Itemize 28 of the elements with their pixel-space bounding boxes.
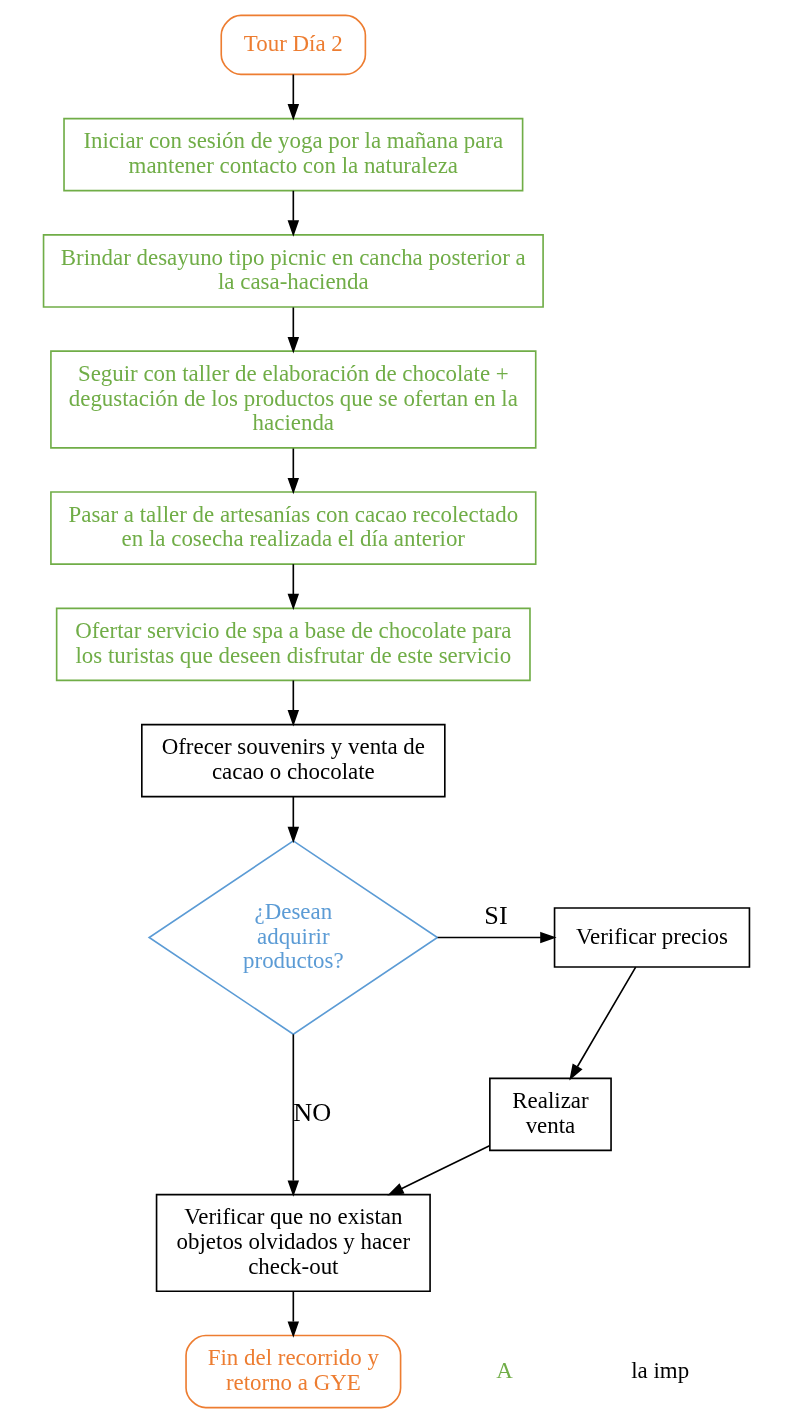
arrow (568, 966, 636, 1081)
arrow (287, 447, 299, 495)
node-box: Realizar venta (488, 1077, 612, 1152)
arrow (287, 1291, 299, 1338)
arrow (386, 1144, 490, 1196)
arrow (287, 306, 299, 354)
arrow (436, 931, 557, 944)
arrow (287, 190, 299, 237)
edge-label: NO (292, 1097, 331, 1127)
node-box: Brindar desayuno tipo picnic en cancha posterior a la casa-hacienda (42, 234, 544, 308)
node-box: Ofertar servicio de spa a base de chocolate para los turistas que deseen disfrutar de este servicio (55, 607, 531, 682)
node-box: Verificar precios (553, 907, 750, 968)
node-box: Tour Día 2 (219, 14, 366, 76)
node-box: Fin del recorrido y retorno a GYE (184, 1334, 401, 1409)
arrow (287, 73, 299, 121)
arrow (287, 796, 299, 844)
node-box: Pasar a taller de artesanías con cacao recolectado en la cosecha realizada el día anterior (49, 491, 537, 565)
node-box: Ofrecer souvenirs y venta de cacao o chocolate (140, 723, 446, 798)
arrow (287, 1033, 299, 1197)
edge-label: SI (483, 901, 508, 931)
label: la imp (630, 1357, 689, 1383)
node-box: Seguir con taller de elaboración de chocolate + degustación de los productos que se ofertan en la hacienda (49, 350, 537, 449)
node-box: Iniciar con sesión de yoga por la mañana para mantener contacto con la naturaleza (62, 117, 523, 192)
arrow (287, 679, 299, 727)
arrow (287, 563, 299, 611)
label: A (495, 1357, 513, 1383)
node-diamond: ¿Desean adquirir productos? (147, 839, 439, 1036)
node-box: Verificar que no existan objetos olvidados y hacer check-out (155, 1193, 431, 1293)
